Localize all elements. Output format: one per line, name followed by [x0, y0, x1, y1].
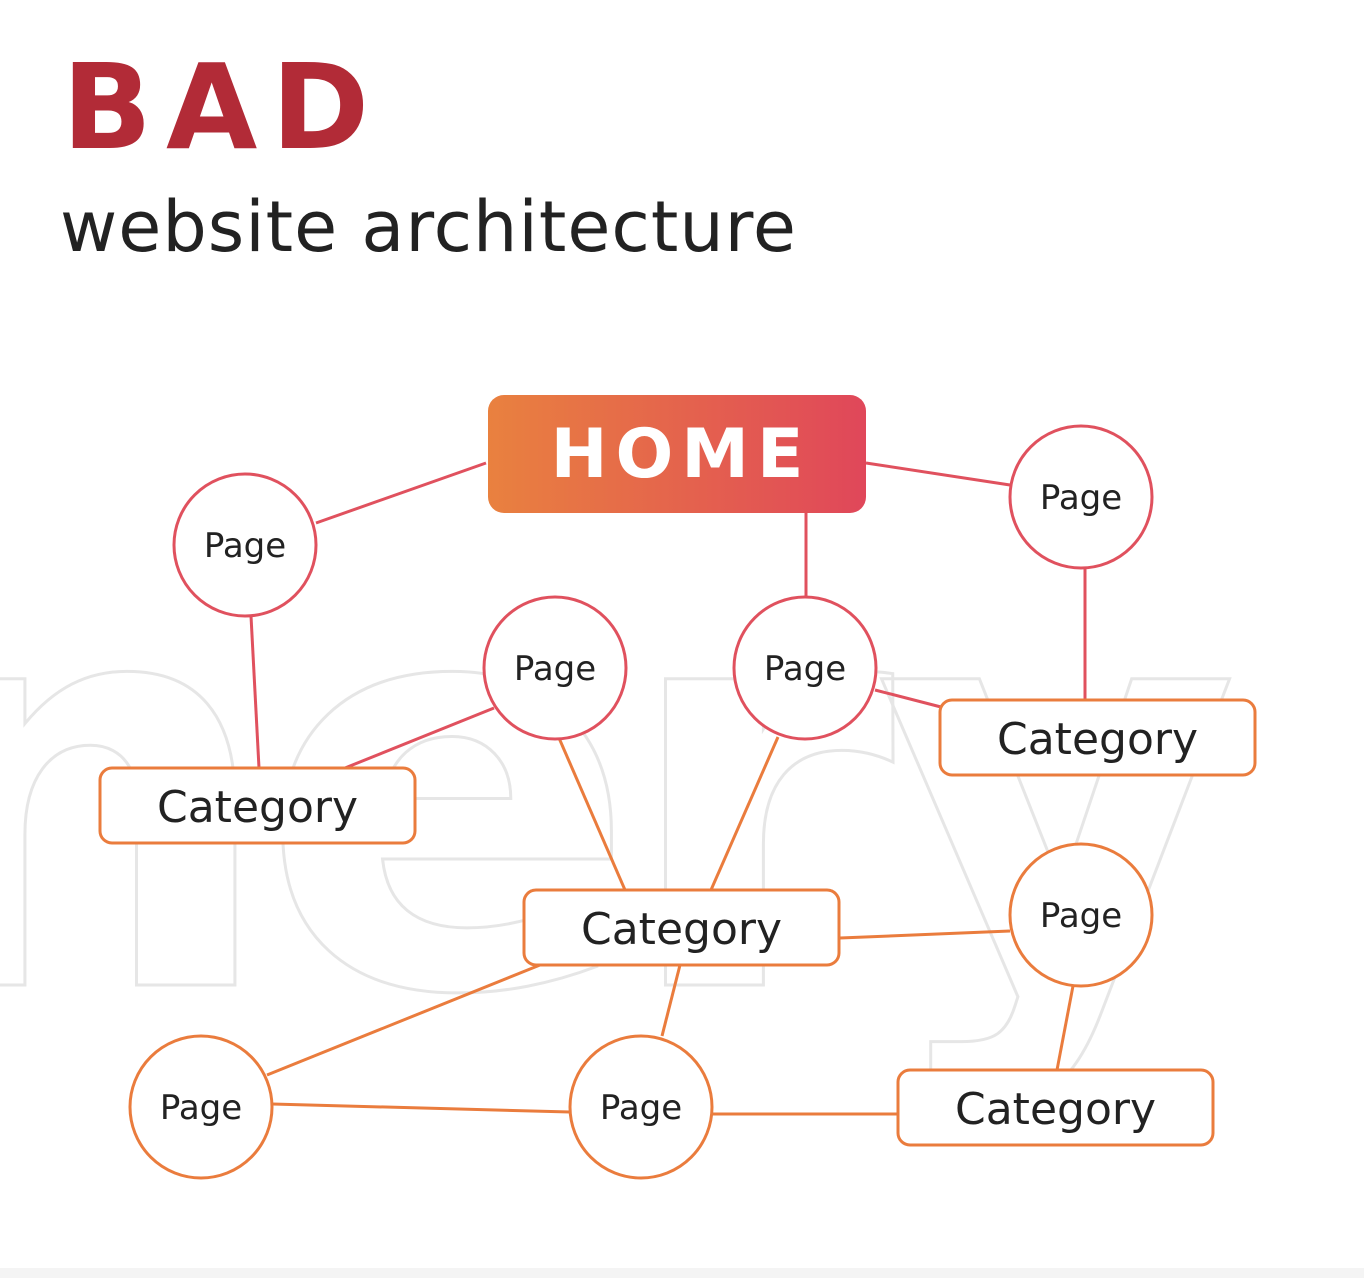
category-label: Category: [955, 1084, 1156, 1135]
category-node: Category: [896, 1068, 1215, 1147]
connector-line: [839, 929, 1011, 940]
category-box: [938, 698, 1257, 777]
page-label: Page: [160, 1088, 242, 1128]
page-label: Page: [514, 649, 596, 689]
category-label: Category: [581, 904, 782, 955]
page-circle: [172, 472, 318, 618]
page-circle: [1008, 842, 1154, 988]
category-node: Category: [98, 766, 417, 845]
home-node: HOME: [488, 395, 866, 513]
bottom-divider: [0, 1268, 1364, 1278]
connector-lines: [249, 461, 1087, 1116]
page-circle: [482, 595, 628, 741]
page-node: Page: [1008, 424, 1154, 570]
category-label: Category: [997, 714, 1198, 765]
category-box: [98, 766, 417, 845]
connector-line: [315, 461, 487, 525]
connector-line: [557, 737, 627, 891]
page-label: Page: [1040, 478, 1122, 518]
category-box: [522, 888, 841, 967]
category-box: [896, 1068, 1215, 1147]
connector-line: [709, 736, 780, 891]
page-node: Page: [482, 595, 628, 741]
page-node: Page: [172, 472, 318, 618]
page-circle: [732, 595, 878, 741]
page-node: Page: [732, 595, 878, 741]
page-circle: [568, 1034, 714, 1180]
page-label: Page: [204, 526, 286, 566]
page-circle: [1008, 424, 1154, 570]
page-circle: [128, 1034, 274, 1180]
page-label: Page: [600, 1088, 682, 1128]
connector-line: [271, 1102, 571, 1114]
category-node: Category: [938, 698, 1257, 777]
connector-line: [249, 615, 261, 769]
connector-line: [660, 964, 682, 1037]
connector-line: [1055, 985, 1075, 1071]
page-title: BAD: [62, 38, 384, 176]
home-label: HOME: [551, 415, 812, 494]
connector-line: [874, 688, 942, 709]
page-node: Page: [568, 1034, 714, 1180]
page-label: Page: [1040, 896, 1122, 936]
connector-line: [865, 461, 1011, 487]
connector-line: [266, 963, 541, 1077]
page-subtitle: website architecture: [60, 186, 797, 268]
category-label: Category: [157, 782, 358, 833]
connector-line: [344, 706, 495, 770]
page-label: Page: [764, 649, 846, 689]
category-node: Category: [522, 888, 841, 967]
page-node: Page: [128, 1034, 274, 1180]
page-node: Page: [1008, 842, 1154, 988]
home-box: [488, 395, 866, 513]
